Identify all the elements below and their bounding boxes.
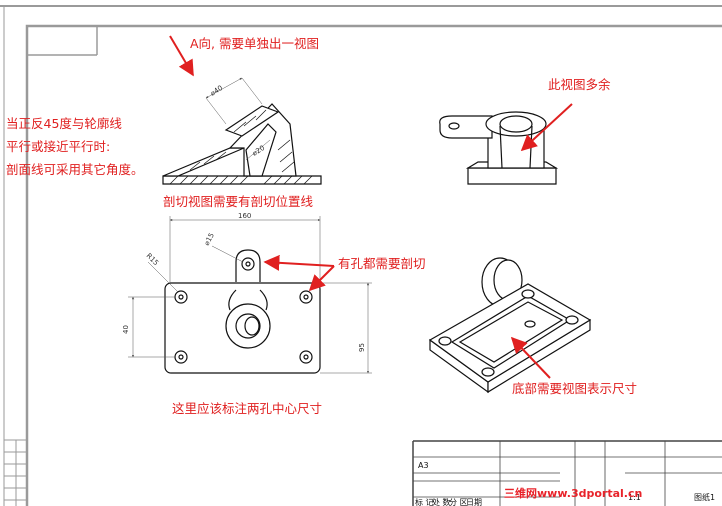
bottom-iso-view — [428, 257, 592, 394]
annotation-arrows — [169, 35, 573, 379]
tb-col-count: 处 数 — [432, 497, 451, 506]
note-bottom-view: 底部需要视图表示尺寸 — [512, 381, 638, 396]
note-holes-section: 有孔都需要剖切 — [338, 256, 426, 271]
tb-col-marks: 标 记 — [415, 497, 434, 506]
redundant-iso-view — [439, 111, 559, 185]
sheet-border — [0, 5, 722, 506]
watermark: 三维网www.3dportal.cn — [504, 485, 642, 501]
section-view-dims — [205, 77, 271, 161]
tb-col-zone: 分 区 — [449, 498, 468, 506]
tb-scale: 1:1 — [628, 493, 641, 502]
tb-sheet-label: 图纸1 — [694, 492, 715, 502]
note-section-lines-2: 平行或接近平行时: — [6, 139, 111, 154]
watermark-url: www.3dportal.cn — [537, 487, 643, 500]
section-view — [162, 103, 322, 185]
dim-r15: R15 — [145, 252, 160, 267]
front-view — [164, 249, 321, 374]
dim-40: 40 — [122, 325, 130, 334]
dim-160: 160 — [238, 212, 251, 220]
dim-d40: ⌀40 — [209, 84, 224, 98]
watermark-brand: 三维网 — [504, 487, 537, 500]
dim-d15: ⌀15 — [203, 232, 216, 247]
note-section-lines-1: 当正反45度与轮廓线 — [6, 116, 122, 131]
dim-95: 95 — [358, 343, 366, 352]
note-section-lines-3: 剖面线可采用其它角度。 — [6, 162, 144, 177]
title-block — [412, 440, 722, 506]
tb-col-date: 日期 — [466, 498, 482, 506]
front-view-dims — [128, 216, 372, 374]
tb-sheet-size: A3 — [418, 461, 429, 470]
note-section-position: 剖切视图需要有剖切位置线 — [163, 194, 314, 209]
note-view-a: A向, 需要单独出一视图 — [190, 36, 319, 51]
note-redundant-view: 此视图多余 — [548, 77, 611, 92]
note-hole-center-dim: 这里应该标注两孔中心尺寸 — [172, 401, 323, 416]
